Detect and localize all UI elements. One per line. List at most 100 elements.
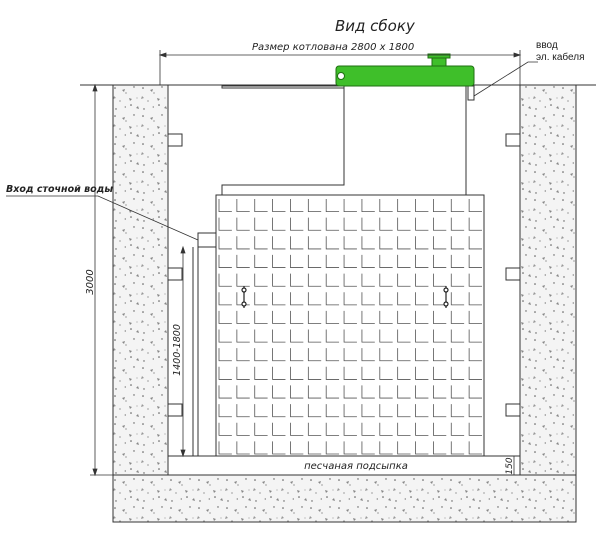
tank-rib [450,348,465,362]
tank-rib [415,385,429,399]
tank-rib [307,199,322,213]
inlet-depth-label: 1400-1800 [172,324,183,376]
tank-rib [433,366,447,380]
tank-rib [325,236,340,250]
tank-rib [290,292,304,306]
tank-rib [290,199,304,213]
tank-rib [254,404,268,418]
tank-rib [272,310,286,324]
tank-rib [468,329,482,343]
drawing-title: Вид сбоку [335,17,416,35]
tank-rib [290,217,304,231]
tank-rib [236,441,250,455]
inlet-depth-dimension [180,245,186,458]
tank-rib [218,441,232,455]
tank-rib [218,310,232,324]
inlet-leader-line [6,195,199,241]
tank-rib [325,348,340,362]
tank-rib [218,273,232,287]
tank-rib [272,217,286,231]
tank-rib [325,385,340,399]
tank-rib [272,441,286,455]
tank-rib [236,422,250,436]
tank-rib [218,366,232,380]
tank-rib [415,366,429,380]
tank-rib [361,310,375,324]
tank-rib [236,404,250,418]
tank-rib [307,310,322,324]
tank-rib [307,422,322,436]
tank-rib [433,273,447,287]
tank-rib [433,217,447,231]
tank-rib [272,236,286,250]
tank-rib [397,441,411,455]
tank-rib [415,422,429,436]
tank-rib [290,236,304,250]
tank-rib [361,366,375,380]
tank-rib [433,199,447,213]
tank-rib [343,236,357,250]
tank-rib [236,385,250,399]
tank-rib [307,385,322,399]
tank-rib [343,292,357,306]
lifting-lug-right [443,286,449,308]
tank-rib [415,273,429,287]
tank-rib [433,236,447,250]
tank-rib [450,404,465,418]
tank-rib [415,329,429,343]
tank-rib [218,348,232,362]
lifting-lug-left [241,286,247,308]
tank-rib [468,199,482,213]
depth-label: 3000 [85,269,96,294]
tank-rib [254,273,268,287]
tank-rib [343,329,357,343]
tank-rib [397,385,411,399]
tank-rib [379,310,393,324]
tank-rib [415,292,429,306]
tank-rib [236,310,250,324]
tank-rib [379,348,393,362]
tank-rib [433,310,447,324]
tank-rib [218,217,232,231]
tank-rib [343,273,357,287]
tank-rib [450,236,465,250]
tank-rib [272,273,286,287]
tank-rib [415,348,429,362]
tank-rib [290,404,304,418]
tank-rib [397,236,411,250]
tank-rib [468,404,482,418]
tank-rib [450,441,465,455]
tank-rib [343,348,357,362]
tank-rib [361,385,375,399]
tank-rib [468,310,482,324]
tank-rib [343,422,357,436]
tank-rib [379,366,393,380]
tank-rib [343,254,357,268]
tank-rib [468,273,482,287]
tank-rib [361,404,375,418]
tank-rib [343,441,357,455]
tank-rib [468,385,482,399]
tank-rib [468,348,482,362]
tank-rib [361,422,375,436]
tank-rib [450,199,465,213]
tank-body [215,194,485,457]
cable-entry-label-line1: ввод [536,40,558,51]
tank-rib [254,292,268,306]
depth-dimension [90,83,113,477]
tank-rib [307,292,322,306]
tank-rib [290,329,304,343]
tank-rib [307,404,322,418]
tank-rib [272,422,286,436]
tank-rib [397,422,411,436]
tank-rib [325,441,340,455]
tank-rib [290,385,304,399]
tank-rib [254,422,268,436]
tank-rib [415,217,429,231]
tank-rib [433,292,447,306]
tank-rib [254,385,268,399]
tank-rib [307,217,322,231]
tank-rib [415,199,429,213]
tank-rib [343,310,357,324]
